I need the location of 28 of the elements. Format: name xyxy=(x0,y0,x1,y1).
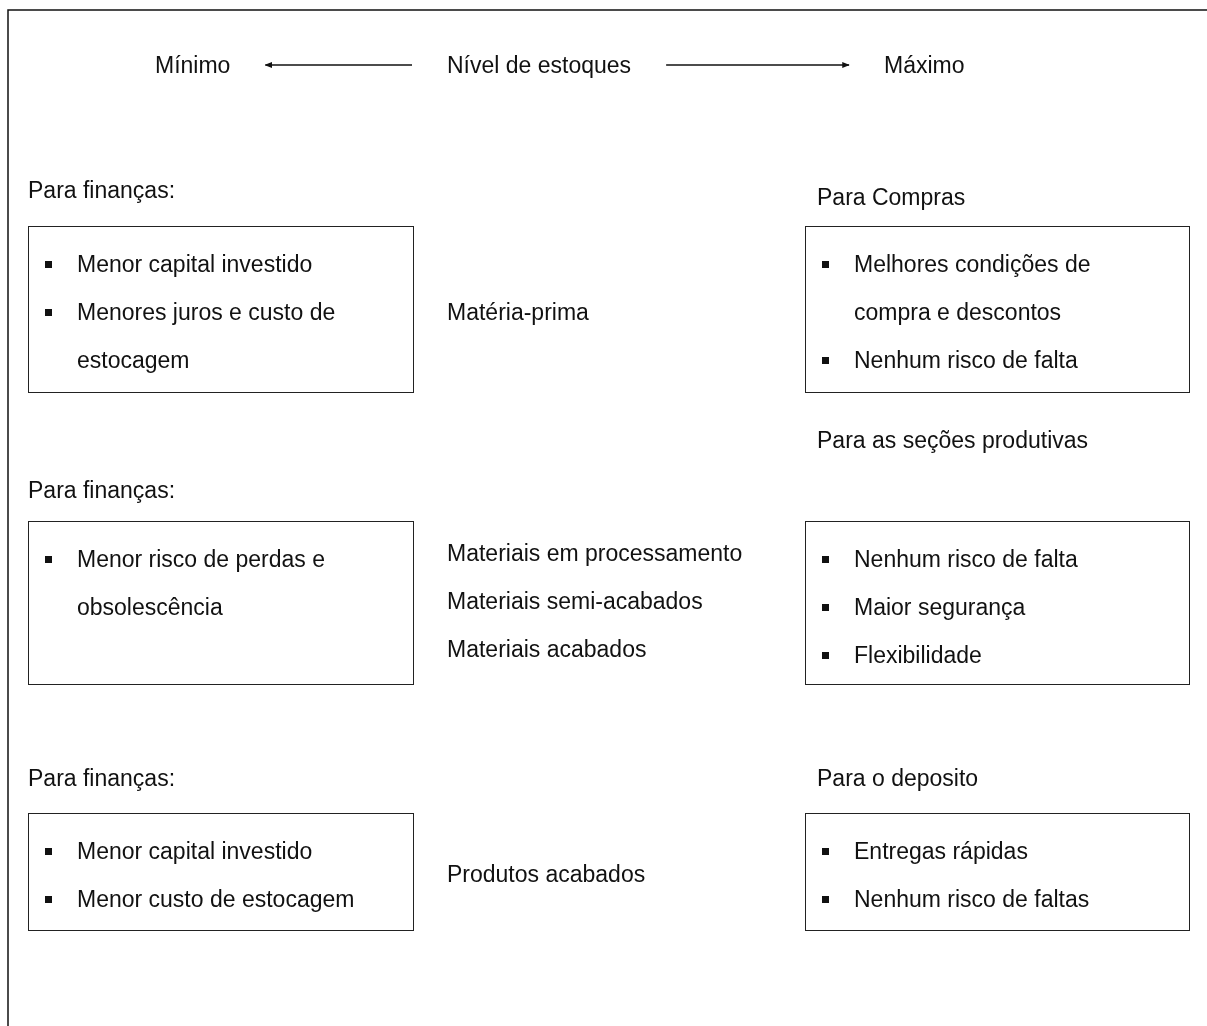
section-heading: Para as seções produtivas xyxy=(817,426,1090,455)
list-item: Nenhum risco de falta xyxy=(854,346,1079,375)
section-heading: Para o deposito xyxy=(817,764,980,793)
axis-label: Nível de estoques xyxy=(447,52,632,78)
list-item: Menor custo de estocagem xyxy=(77,885,356,914)
list-item: Maior segurança xyxy=(854,593,1027,622)
axis-label: Mínimo xyxy=(155,52,231,78)
list-item: Nenhum risco de falta xyxy=(854,545,1079,574)
list-item: Entregas rápidas xyxy=(854,837,1029,866)
list-item: Menores juros e custo de estocagem xyxy=(77,298,337,375)
section-heading: Para finanças: xyxy=(28,764,177,793)
axis-label: Máximo xyxy=(884,52,965,78)
list-item: Flexibilidade xyxy=(854,641,983,670)
category-label: Produtos acabados xyxy=(447,860,646,889)
section-heading: Para Compras xyxy=(817,183,967,212)
category-label: Materiais semi-acabados xyxy=(447,587,703,616)
list-item: Menor capital investido xyxy=(77,837,314,866)
section-heading: Para finanças: xyxy=(28,476,177,505)
section-heading: Para finanças: xyxy=(28,176,177,205)
list-item: Menor risco de perdas e obsolescência xyxy=(77,545,326,622)
list-item: Nenhum risco de faltas xyxy=(854,885,1091,914)
arrow xyxy=(665,62,850,68)
list-item: Menor capital investido xyxy=(77,250,314,279)
list-item: Melhores condições de compra e descontos xyxy=(854,250,1092,327)
category-label: Materiais em processamento xyxy=(447,539,743,568)
category-label: Materiais acabados xyxy=(447,635,647,664)
category-label: Matéria-prima xyxy=(447,298,589,327)
arrow xyxy=(264,62,413,68)
